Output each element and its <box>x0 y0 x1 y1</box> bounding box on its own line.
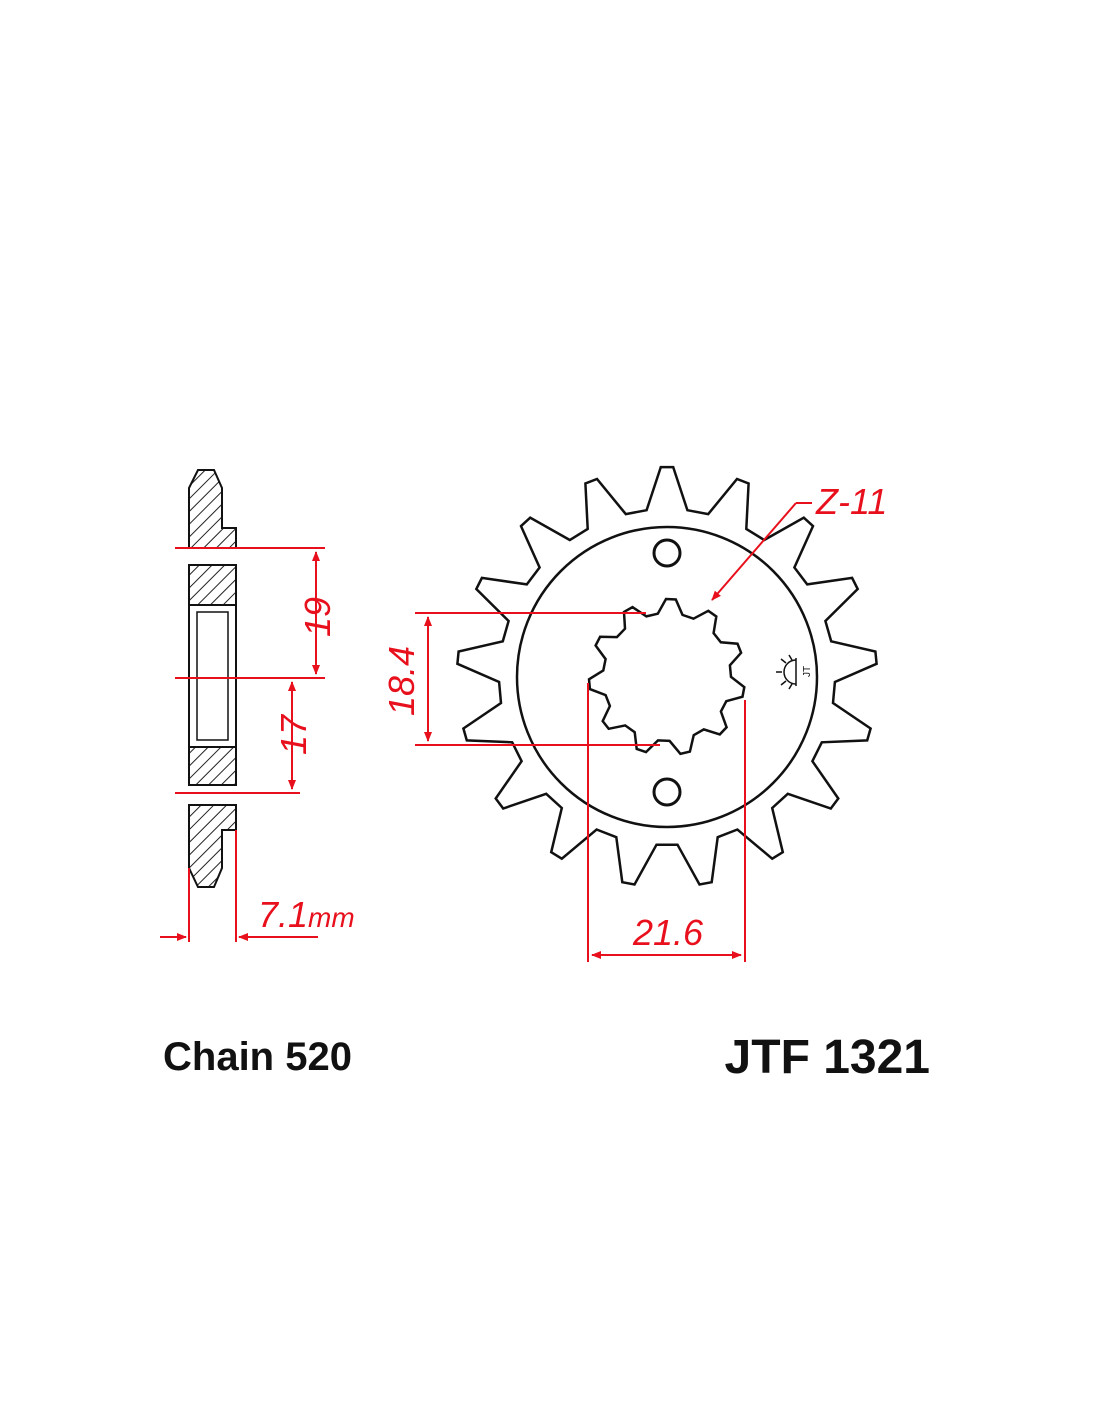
side-web-lower <box>188 746 237 786</box>
side-tooth-top <box>188 469 237 549</box>
hub-circle <box>515 525 819 829</box>
jt-logo-icon: JT <box>776 654 813 690</box>
mounting-hole-top <box>652 538 682 568</box>
side-dimensions <box>160 547 325 942</box>
mounting-hole-bottom <box>652 777 682 807</box>
spline-bore <box>587 597 746 756</box>
part-number-caption: JTF 1321 <box>725 1031 930 1084</box>
side-tooth-bottom <box>188 804 237 888</box>
svg-text:JT: JT <box>802 666 813 677</box>
front-dimensions <box>415 502 812 962</box>
dim-19-label: 19 <box>297 597 338 637</box>
dim-thickness-value: 7.1 <box>258 894 308 935</box>
dim-18-4-label: 18.4 <box>381 646 422 716</box>
side-view <box>188 469 237 888</box>
front-view: JT <box>456 465 878 886</box>
dim-thickness-label: 7.1mm <box>258 894 355 935</box>
side-web-upper <box>188 564 237 606</box>
spline-count-label: Z-11 <box>815 481 887 522</box>
dim-17-label: 17 <box>273 713 314 755</box>
dim-21-6-label: 21.6 <box>632 912 704 953</box>
dim-thickness-unit: mm <box>308 902 355 933</box>
side-bore-inner <box>196 611 229 741</box>
chain-size-caption: Chain 520 <box>163 1035 352 1079</box>
